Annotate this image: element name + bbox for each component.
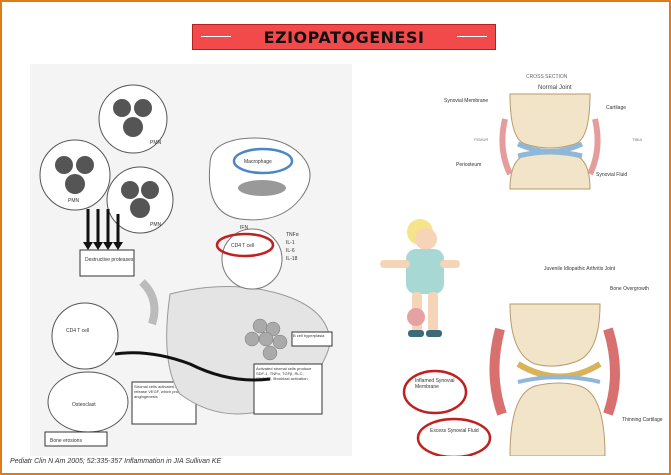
- thinning-cartilage-label: Thinning Cartilage: [622, 417, 663, 423]
- bone-overgrowth-label: Bone Overgrowth: [610, 286, 649, 292]
- cytokine-4: IL-18: [286, 256, 298, 262]
- grey-arrow: [142, 282, 154, 324]
- pmn-label-2: PMN: [68, 198, 80, 204]
- pmn-label-3: PMN: [150, 222, 162, 228]
- excess-fluid-label: Excess Synovial Fluid: [430, 428, 480, 434]
- osteoclast-label: Osteoclast: [72, 402, 96, 408]
- center-cd4-cell: [222, 229, 282, 289]
- joint-illustration: CROSS SECTION Normal Joint Synovial Memb…: [360, 64, 666, 456]
- joint-svg: CROSS SECTION Normal Joint Synovial Memb…: [360, 64, 666, 456]
- destructive-proteases-label: Destructive proteases: [85, 257, 134, 263]
- cytokine-list: TNFα IL-1 IL-6 IL-18: [286, 232, 299, 262]
- slide-title: EZIOPATOGENESI: [264, 28, 425, 47]
- cd4-t-cell: [52, 303, 118, 369]
- normal-joint-title: Normal Joint: [538, 85, 572, 91]
- macrophage-label: Macrophage: [244, 159, 272, 165]
- bone-erosions-label: Bone erosions: [50, 438, 82, 444]
- cd4-t-cell-label: CD4 T cell: [66, 328, 89, 334]
- pathogenesis-svg: PMN PMN PMN Destructive proteases: [30, 64, 352, 456]
- cytokine-3: IL-6: [286, 248, 295, 254]
- pmn-cell-top: PMN: [99, 85, 167, 153]
- cytokine-2: IL-1: [286, 240, 295, 246]
- jia-joint-graphic: [494, 304, 615, 456]
- pathogenesis-diagram: PMN PMN PMN Destructive proteases: [30, 64, 352, 456]
- pmn-cell-left: PMN: [40, 140, 110, 210]
- citation: Pediatr Clin N Am 2005; 52:335-357 Infla…: [10, 458, 221, 465]
- tibia-label: TIBIA: [632, 137, 642, 142]
- title-banner: EZIOPATOGENESI: [192, 24, 496, 50]
- cross-section-label: CROSS SECTION: [526, 74, 568, 80]
- pmn-label-1: PMN: [150, 140, 162, 146]
- b-cell-label: B cell hyperplasia: [293, 333, 331, 338]
- jia-joint-title: Juvenile Idiopathic Arthritis Joint: [544, 266, 616, 272]
- macrophage-nucleus: [238, 180, 286, 196]
- periosteum-label: Periosteum: [456, 162, 481, 168]
- cartilage-label: Cartilage: [606, 105, 626, 111]
- synovial-fluid-label: Synovial Fluid: [596, 172, 627, 178]
- center-cd4-label: CD4 T cell: [231, 243, 254, 249]
- inflamed-membrane-label: Inflamed Synovial Membrane: [415, 378, 457, 390]
- normal-joint-graphic: [502, 94, 597, 189]
- femur-label: FEMUR: [474, 137, 488, 142]
- cytokine-1: TNFα: [286, 232, 299, 238]
- title-decoration-left: [201, 36, 231, 37]
- title-decoration-right: [457, 36, 487, 37]
- destructive-proteases-box: [80, 250, 134, 276]
- child-illustration: [380, 219, 460, 337]
- synovial-membrane-label: Synovial Membrane: [444, 98, 488, 104]
